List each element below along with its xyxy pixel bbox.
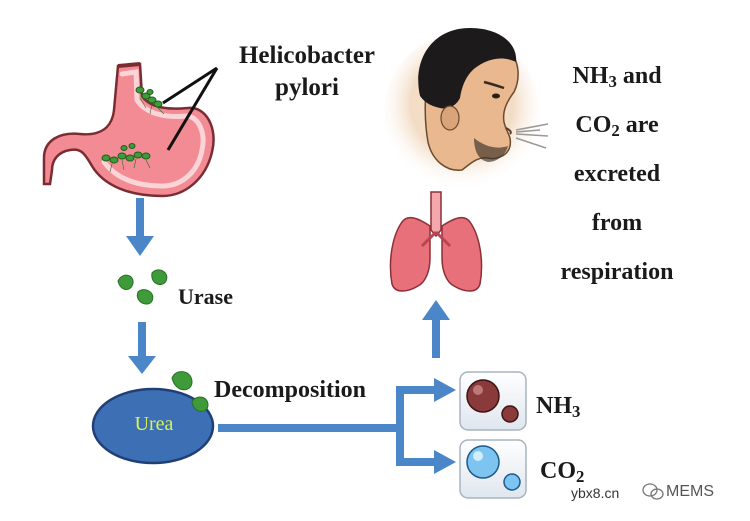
enzyme-label: Urase xyxy=(178,284,233,309)
co2-molecule-icon xyxy=(459,439,527,499)
pathogen-label-line1: Helicobacter xyxy=(238,42,376,69)
excretion-line-1: NH3 and xyxy=(572,63,662,92)
human-head-icon xyxy=(384,28,540,190)
lungs-icon xyxy=(389,191,483,292)
watermark-site: ybx8.cn xyxy=(571,485,620,501)
urase-enzyme-icon xyxy=(171,371,209,412)
urea-node xyxy=(91,387,215,465)
watermark-brand: MEMS xyxy=(666,483,714,500)
urase-enzyme-icon xyxy=(117,269,168,305)
pathogen-label: Helicobacter pylori xyxy=(222,40,392,104)
stomach-icon xyxy=(42,62,215,198)
arrow-down-icon xyxy=(128,322,156,374)
bacteria-icon xyxy=(101,86,165,173)
excretion-line-3: excreted xyxy=(573,161,661,187)
branch-arrow xyxy=(218,378,456,474)
excretion-caption: NH3 and CO2 are excreted from respiratio… xyxy=(548,52,686,297)
substrate-label: Urea xyxy=(134,413,174,435)
process-label: Decomposition xyxy=(214,377,366,403)
wechat-icon xyxy=(642,483,664,500)
excretion-line-4: from xyxy=(591,210,643,236)
pathogen-label-line2: pylori xyxy=(275,74,339,101)
arrow-up-icon xyxy=(422,300,450,358)
breath-icon xyxy=(515,123,549,149)
pointer-lines xyxy=(162,66,219,151)
product-co2-label: CO2 xyxy=(540,458,585,487)
nh3-molecule-icon xyxy=(459,371,527,431)
excretion-line-5: respiration xyxy=(560,259,674,285)
excretion-line-2: CO2 are xyxy=(575,112,659,141)
product-nh3-label: NH3 xyxy=(536,393,581,422)
arrow-down-icon xyxy=(126,198,154,256)
